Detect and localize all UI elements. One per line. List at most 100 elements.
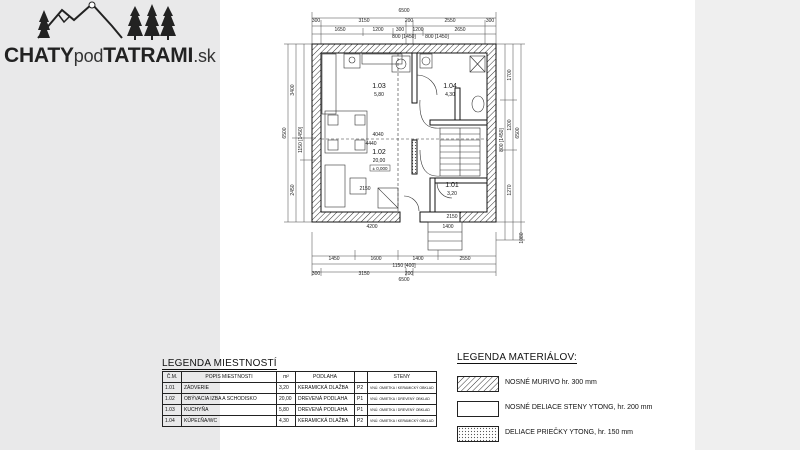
dim-right-e: 1080 (519, 232, 525, 243)
dim-top-l: 800 [1450] (425, 34, 449, 40)
cell-area: 20,00 (276, 393, 296, 405)
dim-top-i: 1200 (412, 27, 423, 33)
cell-floor: KERAMICKÁ DLAŽBA (295, 415, 355, 427)
cell-code: P2 (354, 415, 368, 427)
dim-left-a: 3400 (290, 84, 296, 95)
room-area-1-03: 5,80 (374, 92, 384, 98)
cell-description: KÚPEĽŇA/WC (181, 415, 277, 427)
table-row: 1.04 KÚPEĽŇA/WC 4,30 KERAMICKÁ DLAŽBA P2… (162, 415, 437, 427)
table-row: 1.01 ZÁDVERIE 3,20 KERAMICKÁ DLAŽBA P2 V… (162, 382, 437, 394)
material-label-partitions: DELIACE PRIEČKY YTONG, hr. 150 mm (505, 429, 633, 436)
cell-code: P1 (354, 393, 368, 405)
logo-wordmark: CHATYpodTATRAMI.sk (4, 44, 216, 68)
dim-left-c: 1150 [1450] (298, 126, 304, 153)
room-area-1-02: 20,00 (373, 158, 386, 164)
col-header-area: m² (276, 371, 296, 383)
logo-part-1: CHATY (4, 44, 74, 67)
col-header-floor: PODLAHA (295, 371, 355, 383)
dim-right-c: 1270 (507, 184, 513, 195)
cell-walls: VNÚ. OMIETKA / KERAMICKÝ OBKLAD (367, 415, 437, 427)
col-header-code (354, 371, 368, 383)
dim-bottom-b: 1600 (370, 256, 381, 262)
exterior-walls (311, 43, 497, 223)
material-label-load-bearing: NOSNÉ MURIVO hr. 300 mm (505, 379, 597, 386)
logo-part-2: pod (73, 46, 104, 66)
room-area-1-01: 3,20 (447, 191, 457, 197)
dim-top-b: 3150 (358, 18, 369, 24)
cell-floor: DREVENÁ PODLAHA (295, 404, 355, 416)
dim-top-h: 300 (396, 27, 405, 33)
room-number-1-04: 1.04 (443, 83, 457, 90)
material-legend-title: LEGENDA MATERIÁLOV: (457, 352, 577, 364)
col-header-walls: STENY (367, 371, 437, 383)
cell-walls: VNÚ. OMIETKA / DREVENÝ OBKLAD (367, 404, 437, 416)
dim-bottom-total: 6500 (398, 277, 409, 283)
cell-walls: VNÚ. OMIETKA / DREVENÝ OBKLAD (367, 393, 437, 405)
logo-part-3: TATRAMI (103, 44, 194, 67)
table-header-row: Č.M. POPIS MIESTNOSTI m² PODLAHA STENY (162, 371, 437, 383)
cell-code: P2 (354, 382, 368, 394)
dim-inner-w2: 4200 (366, 224, 377, 230)
dim-right-d: 800 [1450] (499, 128, 505, 152)
dim-bottom-e: 1150 [400] (392, 263, 416, 269)
cell-code: P1 (354, 404, 368, 416)
table-row: 1.02 OBÝVACIA IZBA A SCHODISKO 20,00 DRE… (162, 393, 437, 405)
room-legend-title: LEGENDA MIESTNOSTÍ (162, 358, 277, 370)
dim-bottom-d: 2550 (459, 256, 470, 262)
dim-inner-w1: 4040 (372, 132, 383, 138)
dim-bottom-f: 300 (312, 271, 321, 277)
room-number-1-03: 1.03 (372, 83, 386, 90)
room-number-1-01: 1.01 (445, 182, 459, 189)
material-swatch-blank (457, 401, 499, 417)
material-swatch-dots (457, 426, 499, 442)
cell-walls: VNÚ. OMIETKA / KERAMICKÝ OBKLAD (367, 382, 437, 394)
cell-description: OBÝVACIA IZBA A SCHODISKO (181, 393, 277, 405)
dim-right-b: 1200 (507, 119, 513, 130)
col-header-description: POPIS MIESTNOSTI (181, 371, 277, 383)
dim-top-f: 1650 (334, 27, 345, 33)
furniture (321, 53, 487, 251)
dim-inner-w5: 2150 (446, 214, 457, 220)
dim-inner-w3: 1400 (442, 224, 453, 230)
cell-area: 4,30 (276, 415, 296, 427)
dim-top-j: 2650 (454, 27, 465, 33)
cell-area: 5,80 (276, 404, 296, 416)
dim-top-k: 800 [1450] (392, 34, 416, 40)
cell-area: 3,20 (276, 382, 296, 394)
cell-floor: DREVENÁ PODLAHA (295, 393, 355, 405)
cell-number: 1.02 (162, 393, 182, 405)
cell-number: 1.03 (162, 404, 182, 416)
logo-part-4: .sk (193, 46, 216, 66)
dim-top-e: 300 (486, 18, 495, 24)
dim-left-total: 6500 (282, 127, 288, 138)
room-area-1-04: 4,30 (445, 92, 455, 98)
col-header-number: Č.M. (162, 371, 182, 383)
mountain-trees-icon (37, 1, 176, 40)
level-marker: ± 0,000 (373, 166, 388, 171)
dim-bottom-h: 200 (405, 271, 414, 277)
dim-inner-w6: 4440 (365, 141, 376, 147)
dim-bottom-g: 3150 (358, 271, 369, 277)
dim-right-total: 6500 (515, 127, 521, 138)
cell-number: 1.01 (162, 382, 182, 394)
dim-bottom-a: 1450 (328, 256, 339, 262)
room-legend-table: Č.M. POPIS MIESTNOSTI m² PODLAHA STENY 1… (162, 371, 437, 427)
dim-right-a: 1700 (507, 69, 513, 80)
room-number-1-02: 1.02 (372, 149, 386, 156)
dim-top-d: 2550 (444, 18, 455, 24)
cell-description: ZÁDVERIE (181, 382, 277, 394)
right-margin (695, 0, 800, 450)
material-swatch-hatch (457, 376, 499, 392)
dim-left-b: 2450 (290, 184, 296, 195)
dim-top-total: 6500 (398, 8, 409, 14)
dim-top-c: 200 (405, 18, 414, 24)
cell-description: KUCHYŇA (181, 404, 277, 416)
site-logo[interactable]: CHATYpodTATRAMI.sk (0, 0, 216, 75)
interior-walls (411, 52, 488, 213)
dim-top-a: 300 (312, 18, 321, 24)
material-label-ytong-walls: NOSNÉ DELIACE STENY YTONG, hr. 200 mm (505, 404, 653, 411)
dim-top-g: 1200 (372, 27, 383, 33)
table-row: 1.03 KUCHYŇA 5,80 DREVENÁ PODLAHA P1 VNÚ… (162, 404, 437, 416)
dim-inner-w4: 2150 (359, 186, 370, 192)
